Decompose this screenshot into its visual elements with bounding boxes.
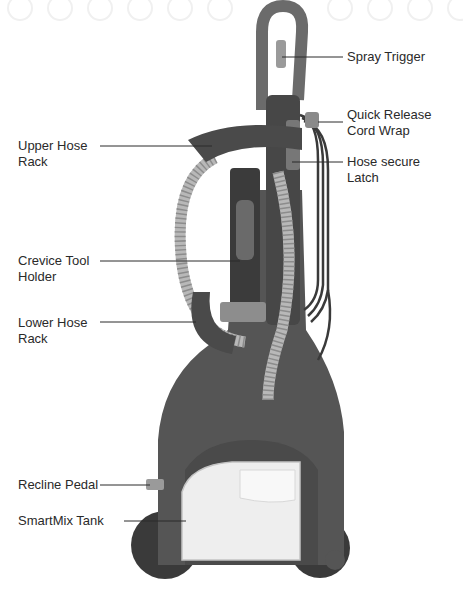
hose <box>268 172 289 400</box>
cord <box>300 115 330 360</box>
background-pattern <box>8 0 463 20</box>
crevice-tool-holder <box>230 168 260 308</box>
tank-cap <box>240 470 295 502</box>
part-label: Crevice Tool Holder <box>18 253 98 285</box>
part-label: Recline Pedal <box>18 477 138 493</box>
part-label: Spray Trigger <box>347 49 457 65</box>
hose-ribs <box>268 172 289 400</box>
hose <box>180 158 245 342</box>
wheel-cap <box>325 550 345 570</box>
part-label: SmartMix Tank <box>18 513 138 529</box>
cord-hook <box>305 112 319 128</box>
spray-trigger <box>276 40 286 68</box>
hose-ribs <box>180 158 245 342</box>
part-label: Quick Release Cord Wrap <box>347 107 447 139</box>
crevice-tool <box>236 200 254 260</box>
part-label: Upper Hose Rack <box>18 138 98 170</box>
upper-hose-rack <box>188 125 302 162</box>
handle <box>262 6 302 110</box>
part-label: Hose secure Latch <box>347 154 437 186</box>
lower-hose-rack <box>191 292 236 354</box>
brush-tool <box>220 302 266 322</box>
part-label: Lower Hose Rack <box>18 315 98 347</box>
leader-lines <box>100 57 343 521</box>
tank <box>182 462 300 560</box>
